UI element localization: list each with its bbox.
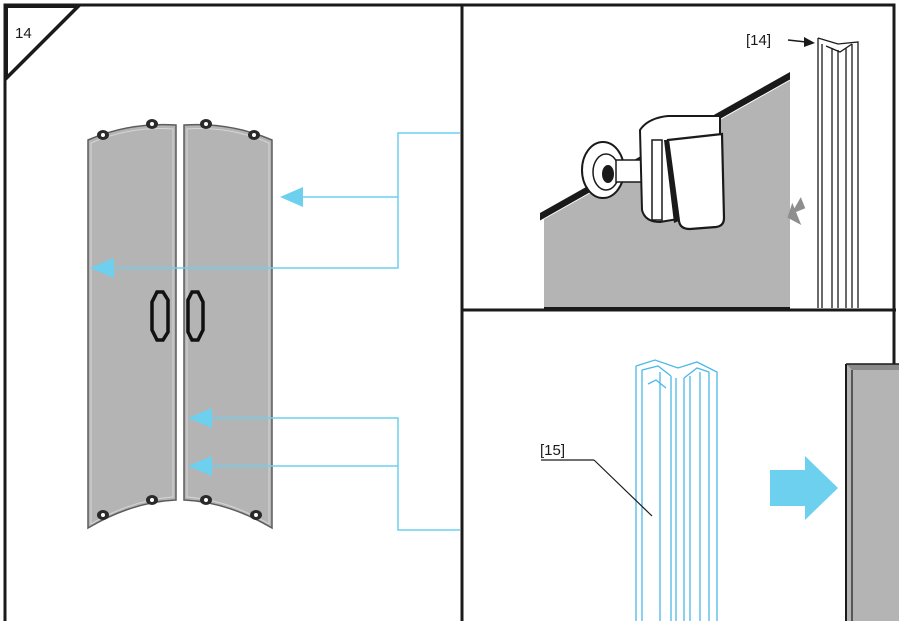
push-arrow-icon — [787, 197, 806, 225]
callout-label-15: [15] — [540, 442, 565, 459]
leader-arrow-icon — [188, 456, 212, 476]
pointer-arrowheads-top — [90, 187, 303, 278]
pointer-lines-bottom — [210, 417, 460, 531]
callout-door-seal: [15] — [540, 442, 653, 517]
leader-arrow-icon — [90, 258, 114, 278]
step-badge: 14 — [5, 5, 82, 82]
callout-label-14: [14] — [746, 32, 771, 49]
panel-frames — [3, 3, 896, 621]
pointer-lines-top — [115, 132, 460, 269]
end-seal-profile — [817, 37, 859, 308]
left-door-leaf — [87, 123, 177, 530]
leader-arrow-icon — [804, 37, 815, 47]
door-handle-icon — [150, 290, 205, 342]
door-seal-profile — [635, 359, 718, 621]
leader-arrow-icon — [188, 408, 212, 428]
glass-clamp-icon — [581, 115, 726, 231]
leader-arrow-icon — [280, 187, 303, 207]
step-number: 14 — [15, 25, 32, 42]
pointer-arrowheads-bottom — [188, 408, 212, 476]
glass-door-edge — [845, 363, 899, 621]
push-arrow-icon — [770, 456, 838, 520]
callout-end-seal: [14] — [746, 32, 815, 49]
